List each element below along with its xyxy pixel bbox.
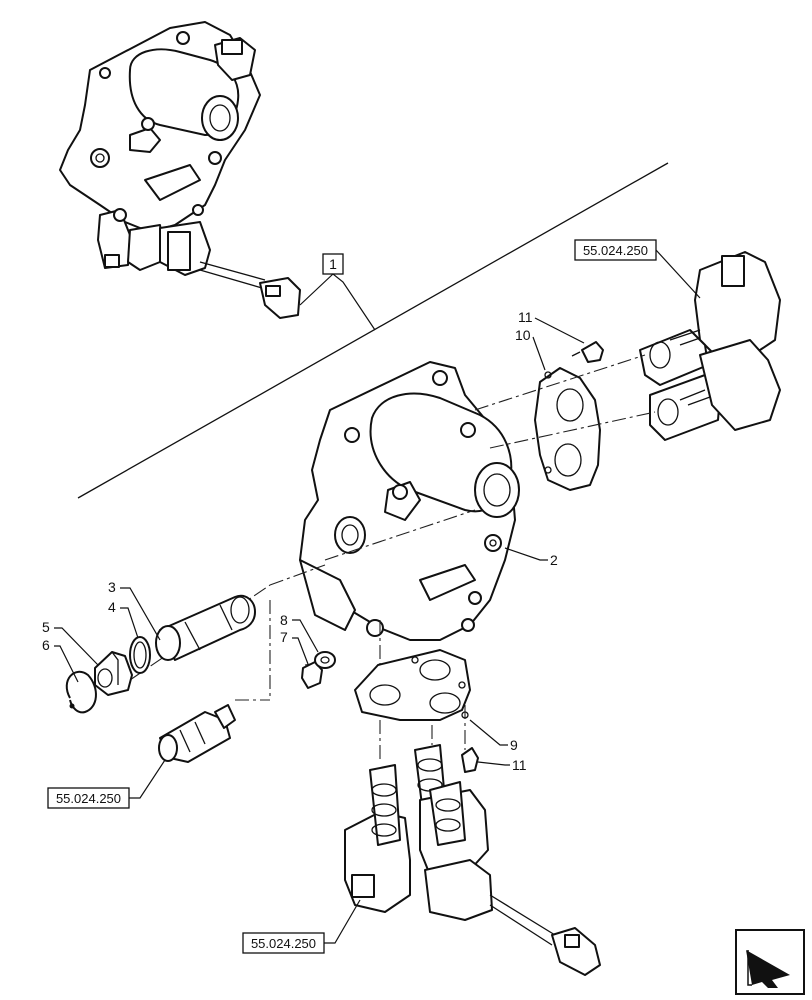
assembled-valve-unit bbox=[59, 21, 301, 319]
callout-7-label: 7 bbox=[280, 629, 288, 645]
callout-5-label: 5 bbox=[42, 619, 50, 635]
callout-5: 5 bbox=[42, 619, 99, 666]
screw-lower bbox=[461, 747, 479, 773]
next-page-arrow-icon[interactable] bbox=[735, 929, 805, 995]
reference-bottom: 55.024.250 bbox=[242, 899, 361, 954]
reference-bottom-label: 55.024.250 bbox=[251, 936, 316, 951]
snap-ring bbox=[65, 670, 97, 714]
washer bbox=[314, 651, 336, 669]
callout-7: 7 bbox=[280, 629, 309, 665]
reference-left: 55.024.250 bbox=[47, 759, 166, 809]
pressure-sensor bbox=[158, 704, 236, 763]
callout-8: 8 bbox=[280, 612, 319, 653]
reference-top-right: 55.024.250 bbox=[574, 239, 701, 299]
callout-6: 6 bbox=[42, 637, 79, 683]
threaded-fitting bbox=[94, 651, 133, 696]
plug-cylinder bbox=[155, 594, 256, 661]
callout-9: 9 bbox=[469, 719, 518, 753]
callout-4: 4 bbox=[108, 599, 139, 639]
callout-1: 1 bbox=[299, 253, 376, 331]
reference-left-label: 55.024.250 bbox=[56, 791, 121, 806]
callout-11-upper: 11 bbox=[518, 309, 585, 344]
gasket-plate-lower bbox=[354, 649, 471, 721]
callout-2: 2 bbox=[504, 547, 558, 568]
screw-upper bbox=[571, 341, 604, 363]
callout-8-label: 8 bbox=[280, 612, 288, 628]
callout-11-upper-label: 11 bbox=[518, 309, 533, 325]
gasket-plate-upper bbox=[534, 367, 601, 491]
solenoid-cartridge-upper bbox=[639, 251, 781, 441]
callout-2-label: 2 bbox=[550, 552, 558, 568]
callout-1-label: 1 bbox=[329, 256, 337, 272]
callout-10: 10 bbox=[515, 327, 546, 371]
callout-11-lower-label: 11 bbox=[512, 757, 527, 773]
callout-9-label: 9 bbox=[510, 737, 518, 753]
callout-3: 3 bbox=[108, 579, 161, 641]
callout-6-label: 6 bbox=[42, 637, 50, 653]
section-divider bbox=[77, 162, 669, 499]
solenoid-cartridge-lower bbox=[344, 744, 601, 976]
valve-housing bbox=[299, 361, 520, 641]
callout-10-label: 10 bbox=[515, 327, 531, 343]
reference-top-right-label: 55.024.250 bbox=[583, 243, 648, 258]
o-ring bbox=[129, 636, 151, 674]
callout-3-label: 3 bbox=[108, 579, 116, 595]
callout-4-label: 4 bbox=[108, 599, 116, 615]
callout-11-lower: 11 bbox=[477, 757, 527, 773]
